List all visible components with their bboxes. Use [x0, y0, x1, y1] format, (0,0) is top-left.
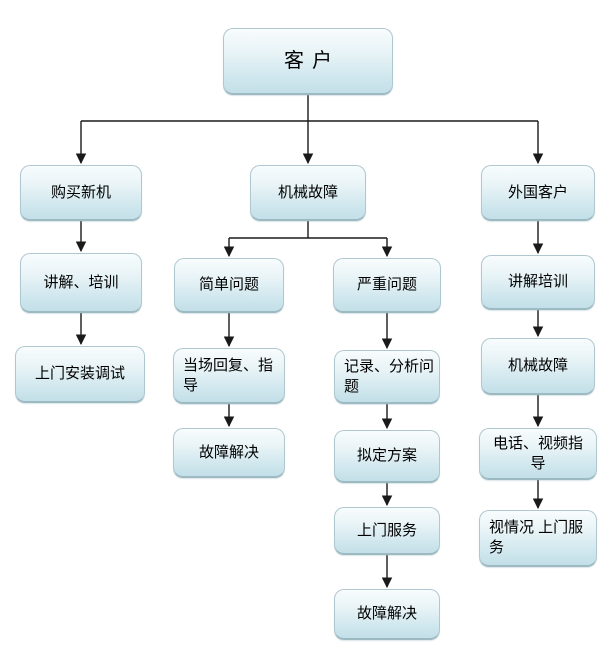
node-mechanical-failure-foreign: 机械故障: [481, 338, 595, 395]
node-onspot-reply-guidance: 当场回复、指导: [173, 348, 285, 404]
node-customer: 客户: [223, 28, 393, 95]
node-explain-training-foreign: 讲解培训: [481, 255, 595, 310]
node-explain-training: 讲解、培训: [20, 253, 142, 313]
node-foreign-customer: 外国客户: [481, 165, 595, 221]
node-onsite-install-debug: 上门安装调试: [15, 346, 145, 403]
node-fault-resolved-simple: 故障解决: [173, 428, 285, 478]
node-onsite-service: 上门服务: [334, 507, 440, 555]
node-fault-resolved-serious: 故障解决: [334, 589, 440, 640]
node-make-plan: 拟定方案: [334, 430, 440, 483]
node-phone-video-guidance: 电话、视频指导: [479, 428, 597, 480]
node-buy-new-machine: 购买新机: [20, 165, 142, 221]
node-mechanical-failure: 机械故障: [250, 165, 366, 221]
node-onsite-as-needed: 视情况 上门服务: [479, 510, 597, 567]
node-record-analyze-problem: 记录、分析问题: [334, 350, 440, 404]
node-simple-problem: 简单问题: [174, 258, 284, 313]
node-serious-problem: 严重问题: [333, 258, 441, 313]
